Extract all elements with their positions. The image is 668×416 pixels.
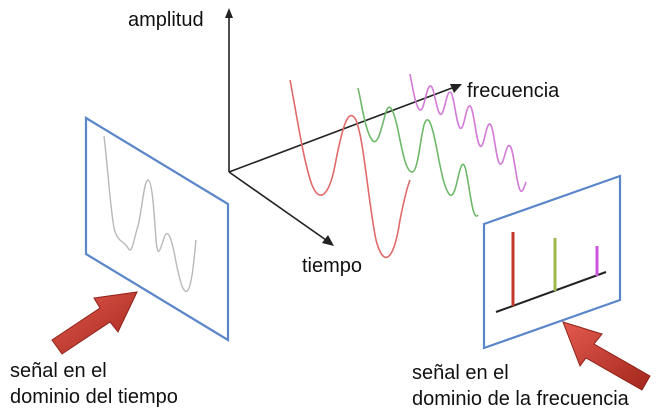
frequency-axis-arrowhead: [450, 84, 462, 93]
amplitude-axis-arrowhead: [225, 8, 233, 18]
axes: [225, 8, 462, 246]
frequency-waves: [289, 73, 527, 259]
time-domain-caption: señal en el dominio del tiempo: [10, 358, 178, 410]
arrow-icon-right: [562, 321, 651, 391]
frequency-axis: [228, 87, 453, 173]
frequency-panel-frame: [482, 174, 622, 350]
wave-green: [357, 87, 479, 217]
frequency-domain-panel: [482, 174, 622, 350]
frequency-domain-caption-line1: señal en el: [412, 362, 509, 384]
time-signal-trace: [103, 135, 197, 293]
wave-red: [289, 79, 411, 259]
time-domain-panel: [84, 116, 230, 342]
time-panel-frame: [84, 116, 230, 342]
arrow-icon-left: [51, 291, 138, 355]
time-axis-label: tiempo: [302, 255, 363, 277]
frequency-domain-caption-line2: dominio de la frecuencia: [412, 388, 629, 410]
time-axis-arrowhead: [322, 235, 334, 246]
amplitude-axis-label: amplitud: [128, 9, 204, 31]
arrow-icon: [51, 291, 138, 355]
time-domain-caption-line2: dominio del tiempo: [10, 386, 178, 408]
frequency-axis-label: frecuencia: [467, 80, 560, 102]
wave-purple: [409, 73, 527, 193]
arrow-icon: [562, 321, 651, 391]
time-domain-caption-line1: señal en el: [10, 360, 107, 382]
time-axis: [228, 171, 327, 241]
frequency-domain-caption: señal en el dominio de la frecuencia: [412, 360, 629, 412]
